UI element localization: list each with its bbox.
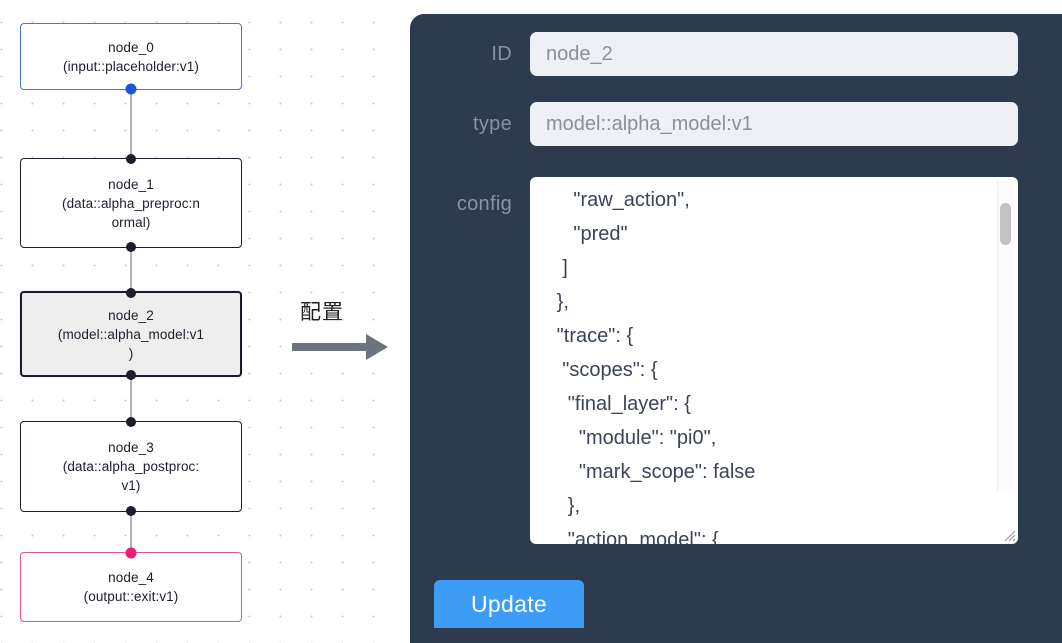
config-textarea-wrap: "raw_action", "pred" ] }, "trace": { "sc…	[530, 177, 1018, 544]
edge-node1-node2	[130, 248, 132, 292]
right-arrow-icon	[292, 334, 388, 360]
config-scrollbar[interactable]	[997, 181, 1015, 491]
config-field-row: config "raw_action", "pred" ] }, "trace"…	[410, 177, 1062, 544]
id-label: ID	[491, 42, 512, 65]
flow-canvas[interactable]: node_0 (input::placeholder:v1) node_1 (d…	[0, 0, 400, 643]
handle-target-node_2[interactable]	[126, 288, 136, 298]
handle-target-node_1[interactable]	[126, 154, 136, 164]
flow-node-label: node_0 (input::placeholder:v1)	[63, 39, 199, 74]
handle-source-node_2[interactable]	[126, 370, 136, 380]
flow-node-node_0[interactable]: node_0 (input::placeholder:v1)	[20, 23, 242, 95]
id-field-row: ID	[410, 32, 1062, 76]
handle-source-node_1[interactable]	[126, 242, 136, 252]
config-label: config	[456, 193, 512, 215]
type-input[interactable]	[530, 102, 1018, 146]
config-textarea[interactable]: "raw_action", "pred" ] }, "trace": { "sc…	[530, 177, 1018, 544]
update-button[interactable]: Update	[434, 580, 584, 628]
transition-label: 配置	[300, 300, 344, 324]
flow-node-label: node_2 (model::alpha_model:v1 )	[57, 307, 205, 361]
edge-node3-node4	[130, 512, 132, 552]
type-field-row: type	[410, 102, 1062, 146]
flow-node-label: node_4 (output::exit:v1)	[83, 570, 179, 604]
type-label: type	[472, 112, 512, 135]
edge-node0-node1	[130, 89, 132, 158]
flow-node-node_2[interactable]: node_2 (model::alpha_model:v1 )	[20, 288, 242, 380]
flow-node-label: node_3 (data::alpha_postproc: v1)	[62, 440, 200, 493]
handle-source-node_0[interactable]	[125, 83, 137, 95]
flow-node-node_4[interactable]: node_4 (output::exit:v1)	[20, 547, 242, 622]
id-input[interactable]	[530, 32, 1018, 76]
transition-group: 配置	[290, 296, 400, 366]
handle-source-node_3[interactable]	[126, 506, 136, 516]
handle-target-node_4[interactable]	[125, 547, 137, 559]
config-scrollbar-thumb[interactable]	[1000, 203, 1011, 245]
edge-node2-node3	[130, 377, 132, 421]
resize-grip-icon[interactable]	[1000, 526, 1016, 542]
flow-node-node_1[interactable]: node_1 (data::alpha_preproc:n ormal)	[20, 154, 242, 252]
flow-node-label: node_1 (data::alpha_preproc:n ormal)	[61, 176, 201, 230]
handle-target-node_3[interactable]	[126, 417, 136, 427]
flow-node-node_3[interactable]: node_3 (data::alpha_postproc: v1)	[20, 417, 242, 516]
config-panel: ID type config "raw_action", "pred" ] },…	[410, 14, 1062, 643]
